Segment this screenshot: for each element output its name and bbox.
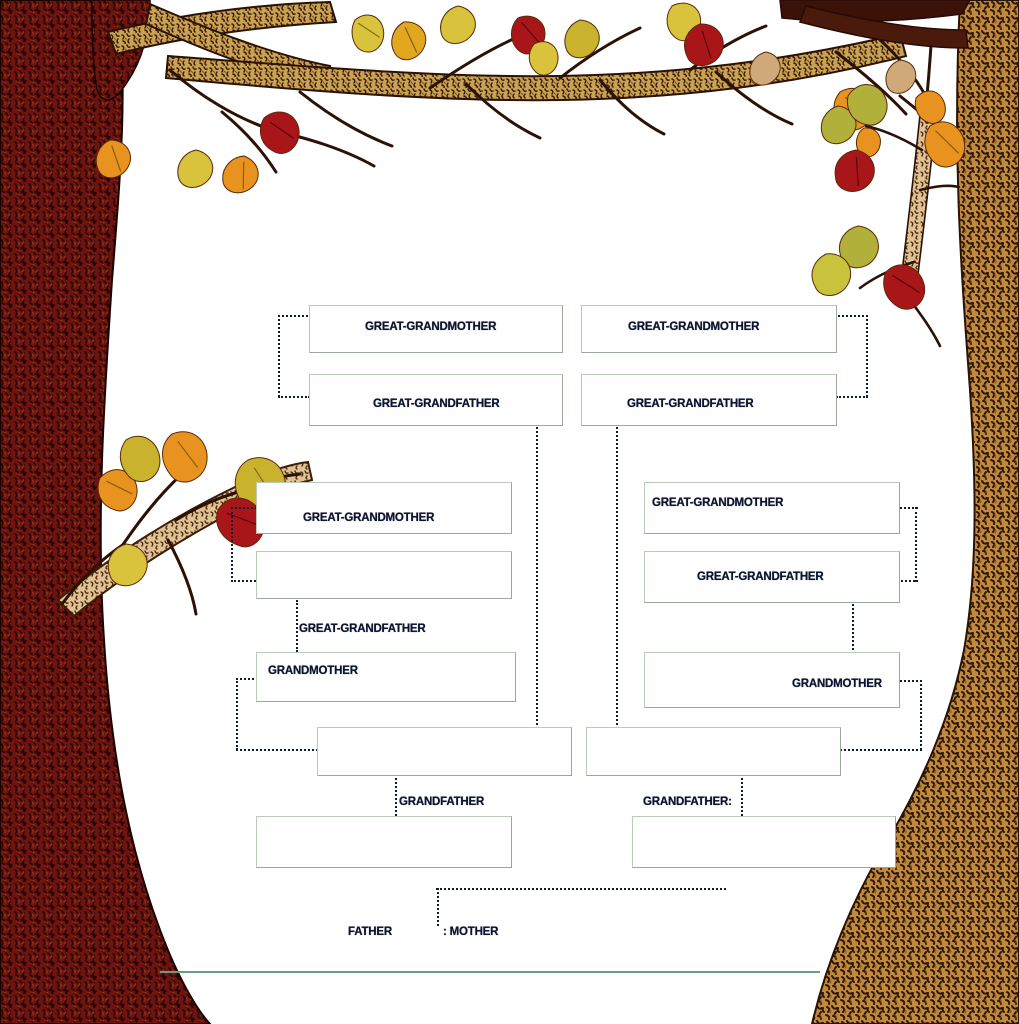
- label-grandfather-right: GRANDFATHER:: [643, 796, 732, 808]
- connector-ggp3-vertical: [231, 507, 233, 582]
- node-box-gf-1[interactable]: [317, 727, 572, 776]
- node-box-ggm-1[interactable]: [309, 305, 563, 353]
- node-box-ggf-4[interactable]: [644, 551, 900, 603]
- node-box-ggf-3[interactable]: [256, 551, 512, 599]
- connector-ggp1-bottom: [278, 396, 310, 398]
- connector-gm2-vertical: [920, 680, 922, 750]
- node-box-gf-2[interactable]: [586, 727, 841, 776]
- bottom-baseline: [160, 971, 820, 973]
- connector-ggp4-bottom: [894, 580, 918, 582]
- label-ggf-4: GREAT-GRANDFATHER: [697, 571, 824, 583]
- connector-drop-left: [536, 427, 538, 725]
- connector-ggp2-top: [838, 315, 868, 317]
- connector-mid-left-drop: [296, 600, 298, 652]
- label-ggf-1: GREAT-GRANDFATHER: [373, 398, 500, 410]
- node-box-parent-1[interactable]: [256, 816, 512, 868]
- connector-gm1-vertical: [236, 678, 238, 750]
- connector-ggp3-top: [231, 507, 257, 509]
- label-ggm-2: GREAT-GRANDMOTHER: [628, 321, 760, 333]
- connector-ggp3-bottom: [231, 580, 259, 582]
- connector-parents-horizontal: [436, 888, 726, 890]
- connector-gm2-bottom: [840, 749, 922, 751]
- connector-ggp1-top: [278, 315, 308, 317]
- connector-ggp1-vertical: [278, 315, 280, 397]
- connector-parents-vertical: [437, 888, 439, 926]
- label-mother: : MOTHER: [443, 926, 499, 938]
- connector-ggp4-vertical: [915, 507, 917, 582]
- label-gm-1: GRANDMOTHER: [268, 665, 358, 677]
- connector-gf1-drop: [395, 778, 397, 816]
- label-gm-2: GRANDMOTHER: [792, 678, 882, 690]
- connector-drop-right: [616, 427, 618, 725]
- node-box-parent-2[interactable]: [632, 816, 896, 868]
- node-box-gm-1[interactable]: [256, 652, 516, 702]
- connector-gm2-top: [900, 680, 922, 682]
- connector-gm1-top: [236, 678, 258, 680]
- node-box-gm-2[interactable]: [644, 652, 900, 708]
- connector-ggp2-bottom: [836, 396, 868, 398]
- connector-gm1-bottom: [236, 749, 318, 751]
- connector-mid-right-drop: [852, 604, 854, 654]
- node-box-ggf-2[interactable]: [581, 374, 837, 426]
- connector-gf2-drop: [741, 778, 743, 816]
- node-box-ggf-1[interactable]: [309, 374, 563, 426]
- connector-ggp4-top: [896, 507, 918, 509]
- connector-ggp2-vertical: [866, 315, 868, 397]
- label-ggf-3: GREAT-GRANDFATHER: [299, 623, 426, 635]
- label-father: FATHER: [348, 926, 392, 938]
- label-grandfather-left: GRANDFATHER: [399, 796, 485, 808]
- node-box-ggm-2[interactable]: [581, 305, 837, 353]
- node-box-ggm-4[interactable]: [644, 482, 900, 534]
- label-ggm-4: GREAT-GRANDMOTHER: [652, 497, 784, 509]
- label-ggf-2: GREAT-GRANDFATHER: [627, 398, 754, 410]
- label-ggm-3: GREAT-GRANDMOTHER: [303, 512, 435, 524]
- label-ggm-1: GREAT-GRANDMOTHER: [365, 321, 497, 333]
- node-box-ggm-3[interactable]: [256, 482, 512, 534]
